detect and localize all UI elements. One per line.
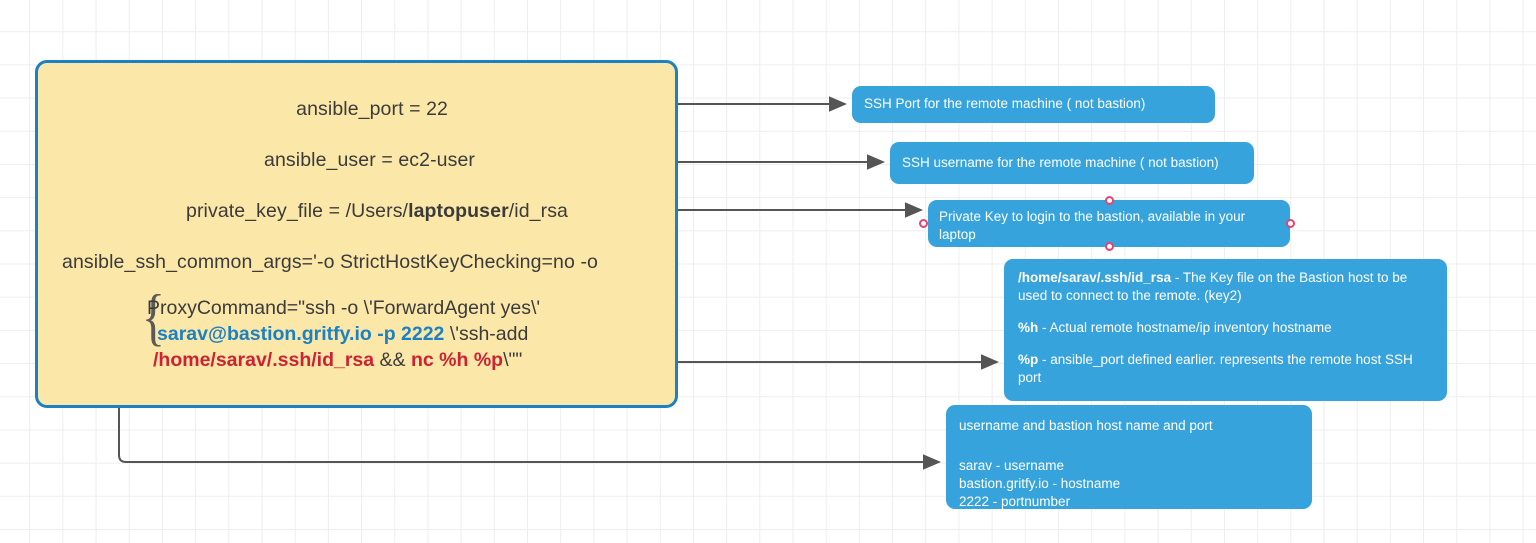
proxy-detail-keyfile-path: /home/sarav/.ssh/id_rsa [1018,270,1172,285]
proxy-key-path: /home/sarav/.ssh/id_rsa [153,349,375,371]
callout-private-key-text: Private Key to login to the bastion, ava… [939,209,1246,242]
curly-brace-icon: { [141,281,165,352]
callout-bastion-details[interactable]: username and bastion host name and port … [937,399,1312,515]
callout-ssh-port[interactable]: SSH Port for the remote machine ( not ba… [843,80,1215,129]
private-key-user: laptopuser [408,200,509,222]
bastion-detail-username: sarav - username [959,458,1065,473]
config-line-ansible-port: ansible_port = 22 [296,98,448,120]
selection-handle-top[interactable] [1105,196,1114,205]
proxy-detail-keyfile: /home/sarav/.ssh/id_rsa - The Key file o… [1018,269,1433,305]
proxy-line-2: sarav@bastion.gritfy.io -p 2222 \'ssh-ad… [147,321,540,347]
selection-handle-bottom[interactable] [1105,242,1114,251]
proxy-detail-h-desc: - Actual remote hostname/ip inventory ho… [1038,320,1332,335]
proxy-detail-h: %h - Actual remote hostname/ip inventory… [1018,319,1433,337]
selection-handle-left[interactable] [919,219,928,228]
callout-private-key[interactable]: Private Key to login to the bastion, ava… [919,194,1290,253]
ansible-config-card[interactable]: ansible_port = 22 ansible_user = ec2-use… [35,60,678,408]
proxy-line-2-rest: \'ssh-add [444,323,529,345]
callout-bastion-details-body: username and bastion host name and port … [959,417,1299,511]
bastion-details-heading: username and bastion host name and port [959,418,1213,433]
proxy-detail-h-token: %h [1018,320,1039,335]
callout-proxy-details[interactable]: /home/sarav/.ssh/id_rsa - The Key file o… [995,253,1447,407]
callout-ssh-port-text: SSH Port for the remote machine ( not ba… [864,96,1146,111]
selection-handle-right[interactable] [1286,219,1295,228]
proxy-detail-p-desc: - ansible_port defined earlier. represen… [1018,352,1413,385]
proxy-detail-keyfile-desc: - The Key file on the Bastion host to be… [1018,270,1408,303]
proxy-line-1: ProxyCommand="ssh -o \'ForwardAgent yes\… [147,297,541,319]
proxy-detail-p: %p - ansible_port defined earlier. repre… [1018,351,1433,387]
proxy-command-block: ProxyCommand="ssh -o \'ForwardAgent yes\… [147,295,540,373]
config-line-private-key-file: private_key_file = /Users/laptopuser/id_… [38,200,568,223]
proxy-line-3: /home/sarav/.ssh/id_rsa && nc %h %p\"" [147,347,540,373]
callout-proxy-details-body: /home/sarav/.ssh/id_rsa - The Key file o… [1018,269,1433,387]
proxy-line-3-tail: \"" [503,349,523,371]
bastion-detail-hostname: bastion.gritfy.io - hostname [959,476,1121,491]
bastion-detail-port: 2222 - portnumber [959,494,1071,509]
callout-ssh-username[interactable]: SSH username for the remote machine ( no… [881,136,1254,190]
proxy-detail-p-token: %p [1018,352,1039,367]
private-key-suffix: /id_rsa [508,200,568,222]
config-line-ssh-common-args: ansible_ssh_common_args='-o StrictHostKe… [62,251,598,273]
private-key-prefix: private_key_file = /Users/ [186,200,409,222]
proxy-line-3-mid: && [374,349,411,371]
proxy-bastion-target: sarav@bastion.gritfy.io -p 2222 [157,323,445,345]
callout-ssh-username-text: SSH username for the remote machine ( no… [902,155,1219,170]
config-line-ansible-user: ansible_user = ec2-user [264,149,475,171]
bastion-details-rows: sarav - username bastion.gritfy.io - hos… [959,457,1299,511]
proxy-nc-command: nc %h %p [410,349,504,371]
